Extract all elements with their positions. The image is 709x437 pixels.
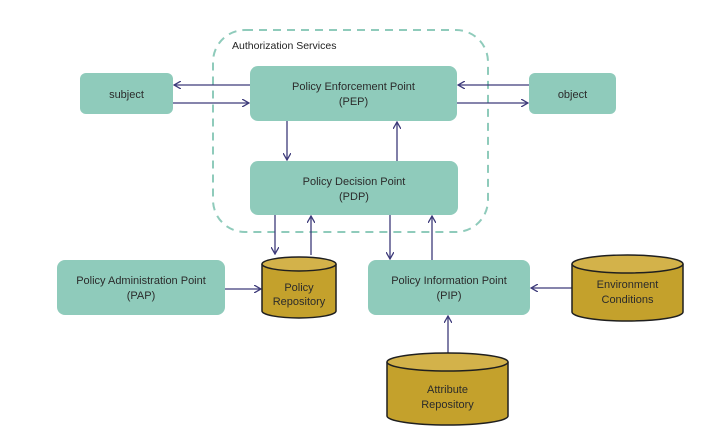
pep-label-line1: Policy Enforcement Point [292,81,415,93]
authorization-services-group [212,29,489,233]
pip-box[interactable] [368,260,530,315]
node-pap[interactable]: Policy Administration Point (PAP) [57,260,225,315]
node-object[interactable]: object [529,73,616,114]
node-pdp[interactable]: Policy Decision Point (PDP) [250,161,458,215]
pip-label-line1: Policy Information Point [391,275,507,287]
subject-label: subject [109,89,144,101]
attribute-repository-cylinder-body[interactable] [386,362,509,426]
environment-conditions-cylinder-top [571,254,684,274]
pap-label-line1: Policy Administration Point [76,275,206,287]
pip-label-line2: (PIP) [436,290,461,302]
object-label: object [558,89,587,101]
node-subject[interactable]: subject [80,73,173,114]
pap-box[interactable] [57,260,225,315]
pep-label-line2: (PEP) [339,96,368,108]
attribute-repository-label-line2: Repository [421,399,474,411]
policy-repository-cylinder-top [261,256,337,272]
attribute-repository-label-line1: Attribute [427,384,468,396]
node-environment-conditions[interactable]: Environment Conditions [571,254,684,322]
node-pip[interactable]: Policy Information Point (PIP) [368,260,530,315]
node-policy-repository[interactable]: Policy Repository [261,256,337,319]
environment-conditions-label-line2: Conditions [602,294,654,306]
object-box[interactable] [529,73,616,114]
edges [173,85,572,354]
policy-repository-label-line1: Policy [284,282,314,294]
attribute-repository-cylinder-top [386,352,509,372]
environment-conditions-cylinder-body[interactable] [571,264,684,322]
pep-box[interactable] [250,66,457,121]
pdp-label-line2: (PDP) [339,191,369,203]
pdp-label-line1: Policy Decision Point [303,176,406,188]
pdp-box[interactable] [250,161,458,215]
authorization-services-label: Authorization Services [232,40,336,52]
policy-repository-cylinder-body[interactable] [261,264,337,319]
environment-conditions-label-line1: Environment [597,279,659,291]
policy-repository-label-line2: Repository [273,296,326,308]
node-attribute-repository[interactable]: Attribute Repository [386,352,509,426]
subject-box[interactable] [80,73,173,114]
pap-label-line2: (PAP) [127,290,156,302]
node-pep[interactable]: Policy Enforcement Point (PEP) [250,66,457,121]
